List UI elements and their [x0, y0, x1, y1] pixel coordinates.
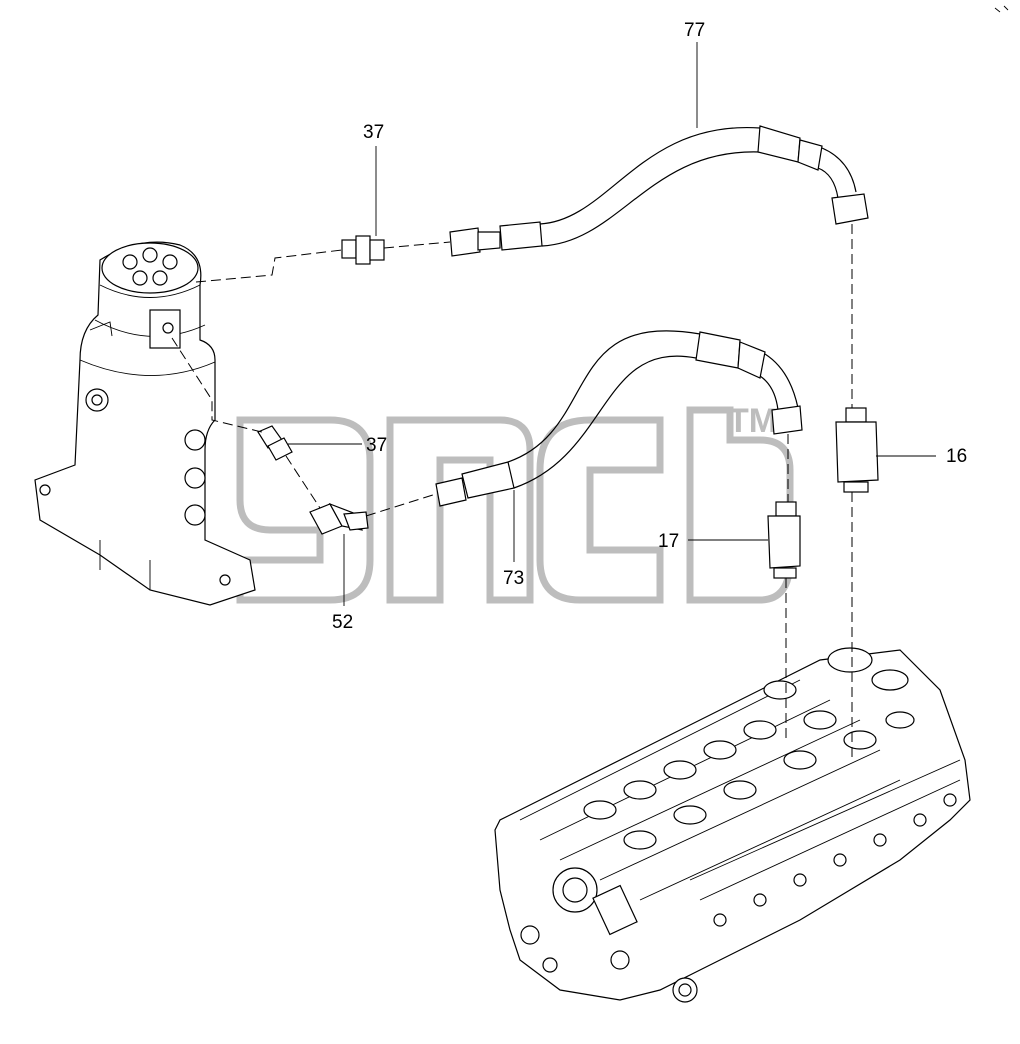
- elbow-52: [309, 502, 369, 535]
- leader-lines: [288, 42, 936, 606]
- corner-mark: [994, 5, 1009, 13]
- watermark-logo: TM: [236, 402, 794, 604]
- fitting-17: [767, 501, 801, 579]
- callout-52: 52: [332, 612, 353, 633]
- callout-37-top: 37: [363, 122, 384, 143]
- connection-lines: [171, 224, 853, 760]
- watermark-tm: TM: [728, 402, 777, 440]
- callout-17: 17: [658, 531, 679, 552]
- control-valve: [494, 647, 971, 1003]
- fitting-37-top: [341, 235, 385, 265]
- callout-77: 77: [684, 20, 705, 41]
- callout-73: 73: [503, 568, 524, 589]
- fitting-16: [835, 407, 879, 493]
- hose-73: [435, 330, 803, 507]
- callout-37-lower: 37: [366, 435, 387, 456]
- swivel-joint: [34, 241, 256, 606]
- callout-16: 16: [946, 446, 967, 467]
- callouts: 77 37 37 16 17 73 52: [332, 20, 967, 633]
- hose-77: [449, 125, 869, 257]
- fitting-37-lower: [257, 425, 293, 461]
